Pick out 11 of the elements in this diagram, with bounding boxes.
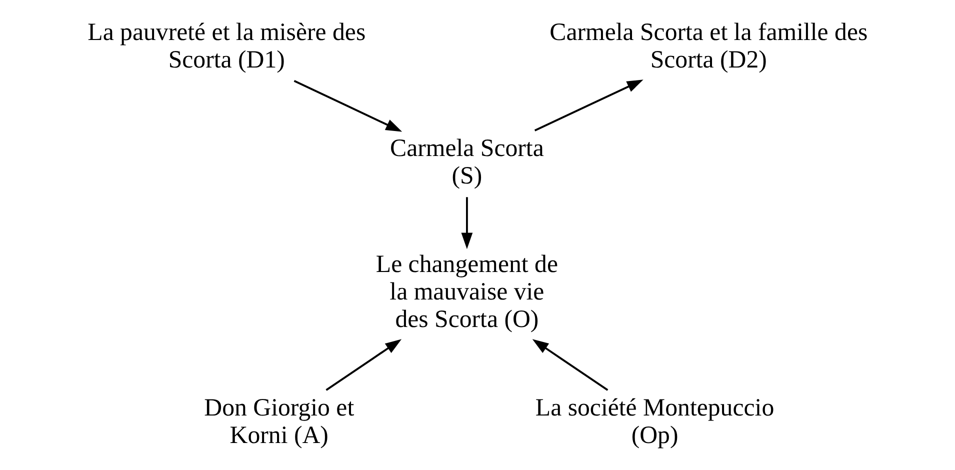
arrow: [293, 80, 402, 132]
node-text: Don Giorgio et Korni (A): [204, 394, 354, 449]
arrow: [532, 338, 608, 390]
arrow: [325, 338, 402, 390]
node-text: La pauvreté et la misère des Scorta (D1): [87, 18, 366, 74]
arrow: [460, 196, 472, 249]
node-text: Carmela Scorta (S): [390, 134, 544, 190]
node-text: La société Montepuccio (Op): [534, 394, 774, 449]
node-text: Carmela Scorta et la famille des Scorta (D2): [549, 18, 868, 74]
arrow: [534, 79, 643, 131]
node-text: Le changement de la mauvaise vie des Scorta (O): [375, 250, 558, 333]
